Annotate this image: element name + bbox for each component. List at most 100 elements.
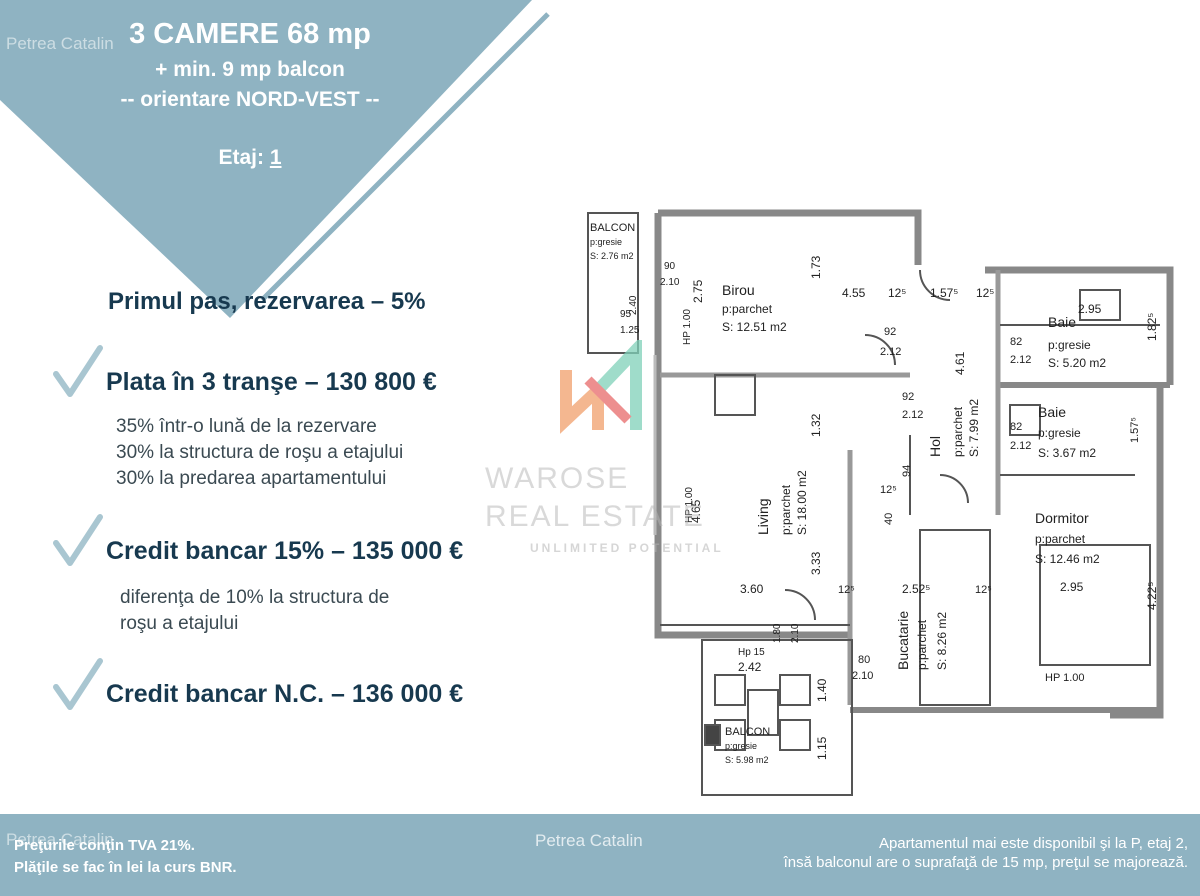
plan-dimension: 1.25: [620, 325, 640, 336]
plan-dimension: 1.40: [815, 678, 829, 702]
plan-dimension: 80: [858, 654, 870, 666]
plan-dimension: 92: [902, 391, 914, 403]
plan-room-area: S: 8.26 m2: [935, 612, 949, 670]
subtitle-orientation: -- orientare NORD-VEST --: [120, 88, 380, 111]
option-installments-line: 35% într-o lună de la rezervare: [116, 416, 377, 437]
watermark-text: Petrea Catalin: [6, 830, 114, 849]
plan-room-name: BALCON: [725, 726, 770, 738]
plan-dimension: 1.57⁵: [930, 286, 958, 300]
floor-label: Etaj:: [218, 146, 264, 169]
brand-watermark: UNLIMITED POTENTIAL: [530, 541, 724, 555]
plan-room-floor: p:gresie: [1038, 426, 1081, 440]
plan-room-floor: p:gresie: [590, 237, 622, 247]
page-title: 3 CAMERE 68 mp: [129, 18, 371, 50]
plan-dimension: 2.10: [660, 277, 680, 288]
plan-room-name: Hol: [927, 436, 943, 457]
plan-dimension: 95: [620, 309, 632, 320]
footer-bar: Petrea Catalin Preţurile conţin TVA 21%.…: [0, 814, 1200, 896]
plan-dimension: 12⁵: [975, 584, 992, 596]
plan-dimension: 82: [1010, 336, 1022, 348]
watermark-text: Petrea Catalin: [6, 34, 114, 53]
plan-dimension: 2.12: [1010, 354, 1031, 366]
plan-dimension: 12⁵: [880, 484, 897, 496]
plan-room-area: S: 5.20 m2: [1048, 356, 1106, 370]
plan-dimension: 2.10: [852, 670, 873, 682]
plan-room-floor: p:parchet: [1035, 532, 1086, 546]
plan-dimension: Hp 15: [738, 647, 765, 658]
option-credit15-line: roşu a etajului: [120, 613, 239, 634]
plan-room-name: Living: [755, 498, 771, 535]
plan-dimension: 2.12: [880, 346, 901, 358]
plan-dimension: 12⁵: [838, 584, 855, 596]
plan-dimension: 2.75: [691, 279, 705, 303]
plan-dimension: 82: [1010, 421, 1022, 433]
plan-dimension: 2.95: [1060, 580, 1084, 594]
plan-dimension: HP 1.00: [684, 487, 695, 523]
option-credit15-line: diferenţa de 10% la structura de: [120, 587, 390, 608]
plan-room-floor: p:gresie: [1048, 338, 1091, 352]
plan-dimension: 40: [883, 513, 895, 525]
plan-dimension: 1.80: [772, 623, 783, 643]
plan-dimension: 1.57⁵: [1129, 417, 1141, 443]
plan-dimension: 1.15: [815, 736, 829, 760]
plan-room-floor: p:gresie: [725, 741, 757, 751]
plan-room-area: S: 2.76 m2: [590, 251, 634, 261]
footer-availability-note: Apartamentul mai este disponibil şi la P…: [878, 835, 1188, 852]
plan-dimension: 3.33: [809, 551, 823, 575]
plan-dimension: 4.22⁵: [1145, 582, 1159, 610]
plan-room-name: BALCON: [590, 222, 635, 234]
plan-dimension: 12⁵: [888, 286, 906, 300]
plan-dimension: 12⁵: [976, 286, 994, 300]
footer-payment-note: Plăţile se fac în lei la curs BNR.: [14, 859, 237, 876]
plan-room-name: Baie: [1048, 314, 1076, 330]
floor-value: 1: [269, 146, 282, 169]
plan-dimension: 2.12: [1010, 440, 1031, 452]
brand-watermark: REAL ESTATE: [485, 500, 705, 533]
plan-room-name: Dormitor: [1035, 510, 1089, 526]
plan-room-area: S: 3.67 m2: [1038, 446, 1096, 460]
floor-info: Etaj: 1: [40, 146, 460, 170]
plan-room-area: S: 12.51 m2: [722, 320, 787, 334]
plan-room-name: Birou: [722, 282, 755, 298]
plan-dimension: 1.82⁵: [1145, 313, 1159, 341]
footer-balcony-note: însă balconul are o suprafaţă de 15 mp, …: [783, 854, 1188, 871]
footer-vat-note: Preţurile conţin TVA 21%.: [14, 837, 195, 854]
plan-room-floor: p:parchet: [915, 619, 929, 670]
check-icon: [53, 658, 103, 710]
plan-dimension: HP 1.00: [1045, 672, 1085, 684]
plan-room-area: S: 7.99 m2: [967, 399, 981, 457]
plan-dimension: 4.65: [689, 499, 703, 523]
watermark-text: Petrea Catalin: [535, 831, 643, 850]
plan-room-floor: p:parchet: [779, 484, 793, 535]
brand-watermark: WAROSE: [485, 462, 630, 495]
plan-room-floor: p:parchet: [951, 406, 965, 457]
plan-dimension: 2.10: [790, 623, 801, 643]
plan-dimension: 4.55: [842, 286, 866, 300]
plan-room-name: Bucatarie: [895, 611, 911, 670]
floor-plan: BALCON p:gresie S: 2.76 m2 Birou p:parch…: [587, 209, 1174, 796]
plan-dimension: 2.52⁵: [902, 582, 930, 596]
plan-dimension: 94: [901, 465, 913, 477]
plan-dimension: 2.42: [738, 660, 762, 674]
plan-room-area: S: 12.46 m2: [1035, 552, 1100, 566]
plan-dimension: 2.95: [1078, 302, 1102, 316]
option-installments-line: 30% la predarea apartamentului: [116, 468, 387, 489]
plan-dimension: 3.60: [740, 582, 764, 596]
check-icon: [53, 345, 103, 397]
plan-dimension: 90: [664, 261, 676, 272]
plan-dimension: 1.32: [809, 413, 823, 437]
header-triangle: [0, 0, 550, 318]
plan-dimension: 1.73: [809, 255, 823, 279]
plan-room-name: Baie: [1038, 404, 1066, 420]
plan-room-area: S: 18.00 m2: [795, 470, 809, 535]
plan-dimension: 92: [884, 326, 896, 338]
plan-room-floor: p:parchet: [722, 302, 773, 316]
plan-dimension: 2.12: [902, 409, 923, 421]
option-installments-line: 30% la structura de roşu a etajului: [116, 442, 404, 463]
check-icon: [53, 514, 103, 566]
plan-dimension: HP 1.00: [682, 309, 693, 345]
option-credit-nc-title: Credit bancar N.C. – 136 000 €: [106, 680, 464, 708]
brand-logo-icon: [560, 340, 642, 434]
subtitle-balcony: + min. 9 mp balcon: [155, 58, 345, 81]
plan-room-area: S: 5.98 m2: [725, 755, 769, 765]
